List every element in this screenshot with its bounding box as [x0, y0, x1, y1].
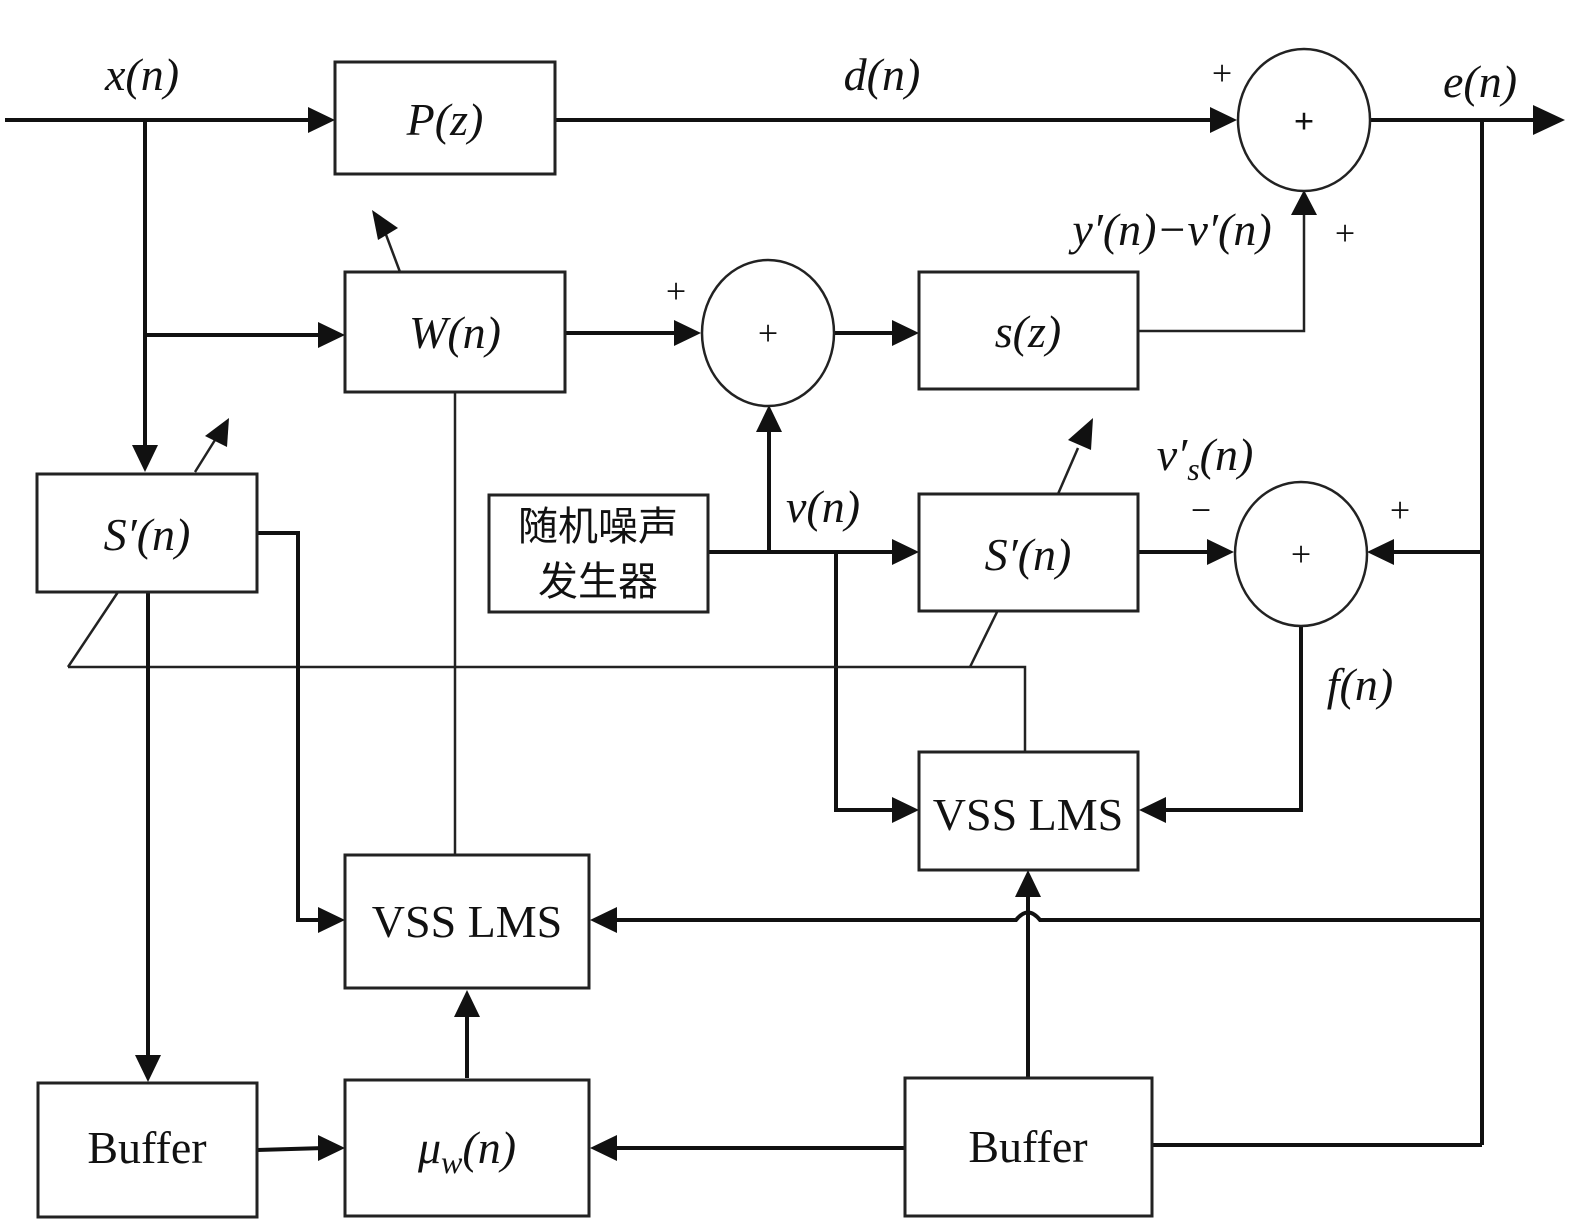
- block-mu-w-label: μw(n): [417, 1122, 516, 1180]
- adapt-arrow-s-left-head: [205, 418, 229, 447]
- adapt-arrow-s-mid-head: [1068, 418, 1093, 450]
- block-s-z: s(z): [917, 270, 1140, 391]
- signal-e-n: e(n): [1443, 56, 1517, 107]
- summer-right-symbol: +: [1291, 534, 1311, 574]
- block-vss-lms-left-label: VSS LMS: [372, 896, 562, 947]
- arrowhead-into-sum-top: [1210, 107, 1237, 133]
- arrowhead-into-sum-right-right: [1367, 539, 1394, 565]
- summer-top: + + +: [1212, 47, 1372, 253]
- arrowhead-into-vss-right-left: [892, 797, 919, 823]
- arrowhead-into-sum-mid: [674, 320, 701, 346]
- block-noise-generator: 随机噪声 发生器: [487, 493, 710, 614]
- arrowhead-into-sum-right-left: [1207, 539, 1234, 565]
- arrowhead-into-s-z: [892, 320, 919, 346]
- summer-middle: + +: [666, 258, 836, 408]
- signal-v-n: v(n): [786, 481, 860, 532]
- block-vss-lms-left: VSS LMS: [343, 853, 591, 990]
- summer-right-sign-left: −: [1191, 490, 1211, 530]
- adapt-arrow-w-line: [383, 231, 402, 273]
- block-buffer-left-label: Buffer: [87, 1122, 206, 1173]
- block-s-prime-mid: S′(n): [917, 492, 1140, 613]
- arrowhead-into-w: [318, 322, 345, 348]
- summer-top-sign-left: +: [1212, 53, 1232, 93]
- block-mu-w: μw(n): [343, 1078, 591, 1218]
- wire-buffer-left-to-mu: [256, 1146, 326, 1152]
- block-vss-lms-right-label: VSS LMS: [933, 789, 1123, 840]
- wire-vss-right-update: [68, 665, 1027, 752]
- block-vss-lms-right: VSS LMS: [917, 750, 1140, 872]
- block-s-prime-left-label: S′(n): [104, 509, 191, 560]
- wire-s-left-to-vss-left: [257, 531, 325, 922]
- arrowhead-into-s-left: [132, 445, 158, 472]
- arrowhead-into-mu-left: [318, 1135, 345, 1161]
- adapt-stroke-s-left: [66, 591, 120, 668]
- wire-v-to-vss-right: [834, 552, 900, 812]
- block-p-z: P(z): [333, 60, 557, 176]
- adapt-arrow-s-mid-line: [1056, 447, 1080, 495]
- block-buffer-right-label: Buffer: [968, 1121, 1087, 1172]
- arrowhead-into-s-mid: [892, 539, 919, 565]
- summer-right-sign-right: +: [1390, 490, 1410, 530]
- block-s-prime-left: S′(n): [35, 472, 259, 594]
- summer-top-sign-bottom: +: [1335, 213, 1355, 253]
- signal-y-minus-v: y′(n)−v′(n): [1068, 204, 1271, 255]
- block-w-n-label: W(n): [409, 307, 501, 358]
- summer-right: + − +: [1191, 480, 1410, 628]
- block-p-z-label: P(z): [406, 94, 484, 145]
- arrowhead-into-vss-right-right: [1139, 797, 1166, 823]
- noise-gen-line1: 随机噪声: [518, 504, 678, 550]
- signal-d-n: d(n): [844, 49, 921, 100]
- block-buffer-right: Buffer: [903, 1076, 1154, 1218]
- arrowhead-e-out: [1533, 105, 1565, 135]
- arrowhead-into-vss-left-bottom: [454, 990, 480, 1017]
- summer-middle-symbol: +: [758, 313, 778, 353]
- arrowhead-into-mu-right: [590, 1135, 617, 1161]
- summer-top-symbol: +: [1294, 101, 1315, 141]
- wire-s-to-sum-top: [1138, 210, 1306, 333]
- arrowhead-into-p: [308, 107, 335, 133]
- block-buffer-left: Buffer: [36, 1081, 259, 1219]
- block-w-n: W(n): [343, 270, 567, 394]
- adapt-stroke-s-mid: [968, 611, 999, 668]
- signal-f-n: f(n): [1327, 659, 1393, 710]
- block-s-z-label: s(z): [995, 306, 1061, 357]
- signal-v-s-prime: v′s(n): [1157, 429, 1254, 487]
- arrowhead-into-sum-mid-bottom: [756, 405, 782, 432]
- adapt-arrow-s-left-line: [193, 439, 217, 473]
- summer-middle-sign-left: +: [666, 271, 686, 311]
- wire-f: [1160, 625, 1303, 812]
- arrowhead-into-sum-top-bottom: [1291, 190, 1317, 215]
- signal-x-n: x(n): [104, 49, 179, 100]
- noise-gen-line2: 发生器: [538, 559, 658, 605]
- arrowhead-into-vss-left-right: [590, 907, 617, 933]
- arrowhead-into-buffer-left: [135, 1055, 161, 1082]
- block-s-prime-mid-label: S′(n): [985, 529, 1072, 580]
- wire-e-to-vss-left: [610, 910, 1482, 922]
- arrowhead-into-vss-right-bottom: [1015, 870, 1041, 897]
- arrowhead-into-vss-left-left: [318, 907, 345, 933]
- adapt-arrow-w-head: [372, 210, 398, 240]
